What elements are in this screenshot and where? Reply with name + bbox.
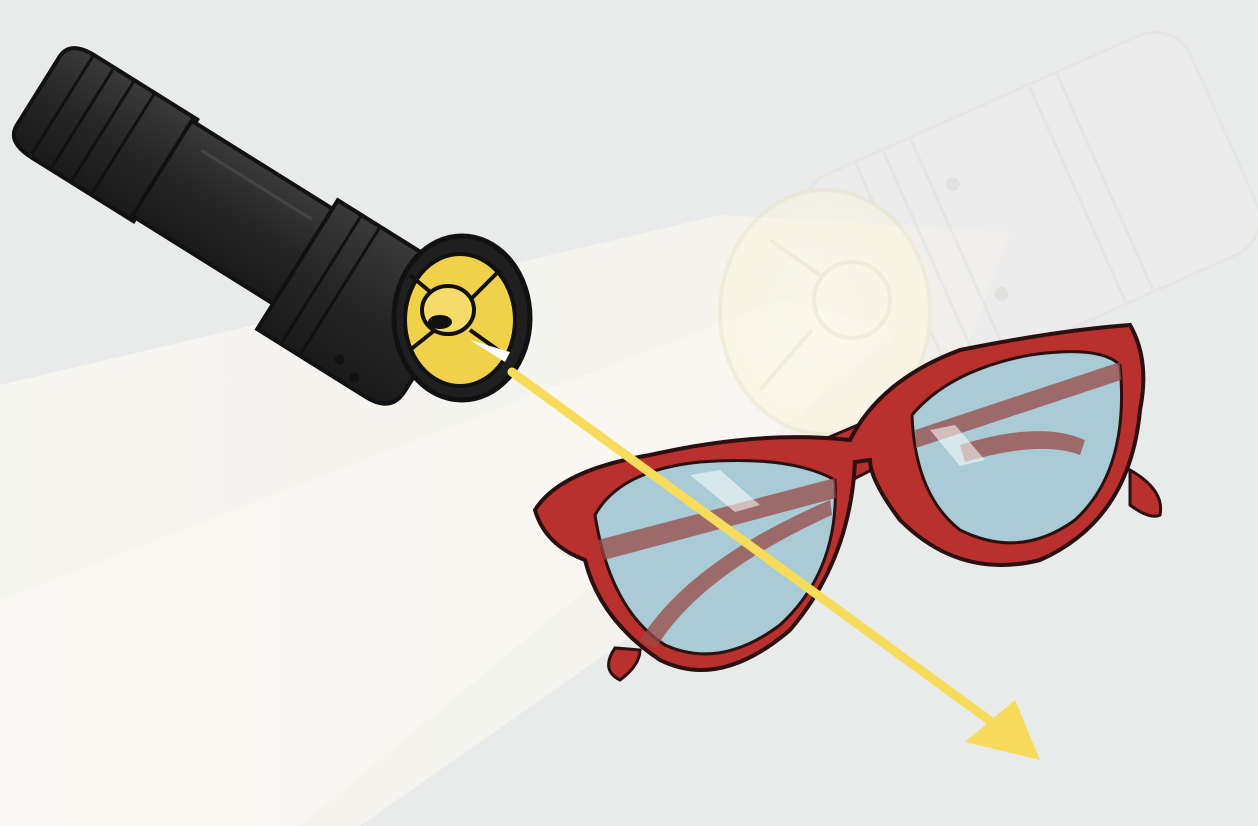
illustration-canvas	[0, 0, 1258, 826]
illustration	[0, 0, 1258, 826]
